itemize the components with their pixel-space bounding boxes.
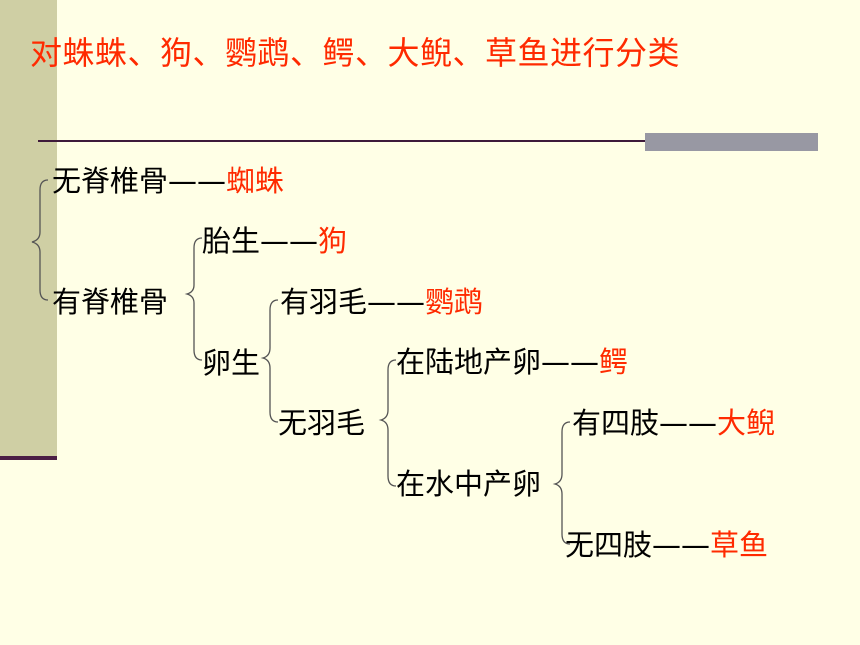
- node-vertebrate-label: 有脊椎骨: [52, 285, 169, 319]
- node-four-limbs-dash: ——: [659, 406, 718, 440]
- node-four-limbs: 有四肢——大鲵: [572, 405, 775, 441]
- side-decoration-bar: [0, 0, 57, 456]
- node-feathered: 有羽毛——鹦鹉: [280, 284, 483, 320]
- node-land-eggs-animal: 鳄: [599, 345, 629, 379]
- node-invertebrate-animal: 蜘蛛: [226, 164, 285, 198]
- node-feathered-label: 有羽毛: [280, 285, 368, 319]
- node-four-limbs-label: 有四肢: [572, 406, 660, 440]
- node-viviparous-label: 胎生: [202, 224, 261, 258]
- brace-limb-split: [552, 421, 571, 545]
- node-no-limbs-animal: 草鱼: [710, 528, 769, 562]
- node-oviparous: 卵生: [202, 345, 260, 381]
- title-divider-accent: [645, 133, 818, 151]
- node-invertebrate-label: 无脊椎骨: [52, 164, 169, 198]
- node-viviparous-animal: 狗: [318, 224, 348, 258]
- node-viviparous: 胎生——狗: [202, 223, 347, 259]
- brace-birth-split: [184, 237, 203, 361]
- node-featherless: 无羽毛: [278, 405, 365, 441]
- brace-feather-split: [260, 299, 279, 423]
- node-no-limbs-label: 无四肢: [565, 528, 653, 562]
- node-land-eggs: 在陆地产卵——鳄: [396, 344, 628, 380]
- node-feathered-animal: 鹦鹉: [425, 285, 484, 319]
- node-feathered-dash: ——: [367, 285, 426, 319]
- node-featherless-label: 无羽毛: [278, 406, 366, 440]
- node-water-eggs-label: 在水中产卵: [396, 467, 542, 501]
- slide-title: 对蛛蛛、狗、鹦鹉、鳄、大鲵、草鱼进行分类: [30, 34, 681, 72]
- brace-vertebrate-split: [31, 179, 49, 301]
- node-oviparous-label: 卵生: [202, 346, 261, 380]
- node-land-eggs-label: 在陆地产卵: [396, 345, 542, 379]
- side-decoration-shadow: [0, 456, 57, 460]
- node-invertebrate: 无脊椎骨——蜘蛛: [52, 163, 284, 199]
- node-four-limbs-animal: 大鲵: [717, 406, 776, 440]
- node-water-eggs: 在水中产卵: [396, 466, 541, 502]
- node-no-limbs: 无四肢——草鱼: [565, 527, 768, 563]
- node-land-eggs-dash: ——: [541, 345, 600, 379]
- title-divider-line: [38, 140, 648, 142]
- brace-egg-site-split: [378, 359, 397, 487]
- node-invertebrate-dash: ——: [168, 164, 227, 198]
- node-vertebrate: 有脊椎骨: [52, 284, 168, 320]
- node-no-limbs-dash: ——: [652, 528, 711, 562]
- node-viviparous-dash: ——: [260, 224, 319, 258]
